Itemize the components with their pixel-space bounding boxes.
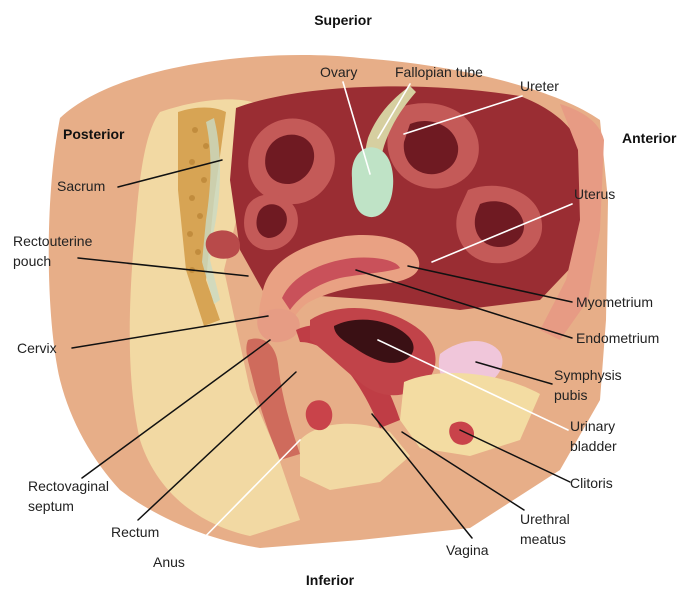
label-symphysis-pubis-line1: Symphysis: [554, 367, 622, 383]
label-rectovaginal-septum-line1: Rectovaginal: [28, 478, 109, 494]
label-ureter: Ureter: [520, 78, 559, 94]
label-urinary-bladder-line1: Urinary: [570, 418, 615, 434]
label-vagina: Vagina: [446, 542, 489, 558]
label-cervix: Cervix: [17, 340, 57, 356]
label-anus: Anus: [153, 554, 185, 570]
label-rectum: Rectum: [111, 524, 159, 540]
label-urethral-meatus-line1: Urethral: [520, 511, 570, 527]
label-rectouterine-pouch-line1: Rectouterine: [13, 233, 93, 249]
label-uterus: Uterus: [574, 186, 615, 202]
label-ovary: Ovary: [320, 64, 357, 80]
label-sacrum: Sacrum: [57, 178, 105, 194]
orientation-inferior: Inferior: [306, 572, 355, 588]
orientation-posterior: Posterior: [63, 126, 125, 142]
orientation-anterior: Anterior: [622, 130, 677, 146]
label-urinary-bladder-line2: bladder: [570, 438, 617, 454]
label-rectovaginal-septum-line2: septum: [28, 498, 74, 514]
label-endometrium: Endometrium: [576, 330, 659, 346]
orientation-superior: Superior: [314, 12, 372, 28]
label-fallopian-tube: Fallopian tube: [395, 64, 483, 80]
label-myometrium: Myometrium: [576, 294, 653, 310]
illustration: [49, 55, 608, 548]
ovary: [352, 147, 393, 217]
label-clitoris: Clitoris: [570, 475, 613, 491]
label-symphysis-pubis-line2: pubis: [554, 387, 587, 403]
label-urethral-meatus-line2: meatus: [520, 531, 566, 547]
label-rectouterine-pouch-line2: pouch: [13, 253, 51, 269]
